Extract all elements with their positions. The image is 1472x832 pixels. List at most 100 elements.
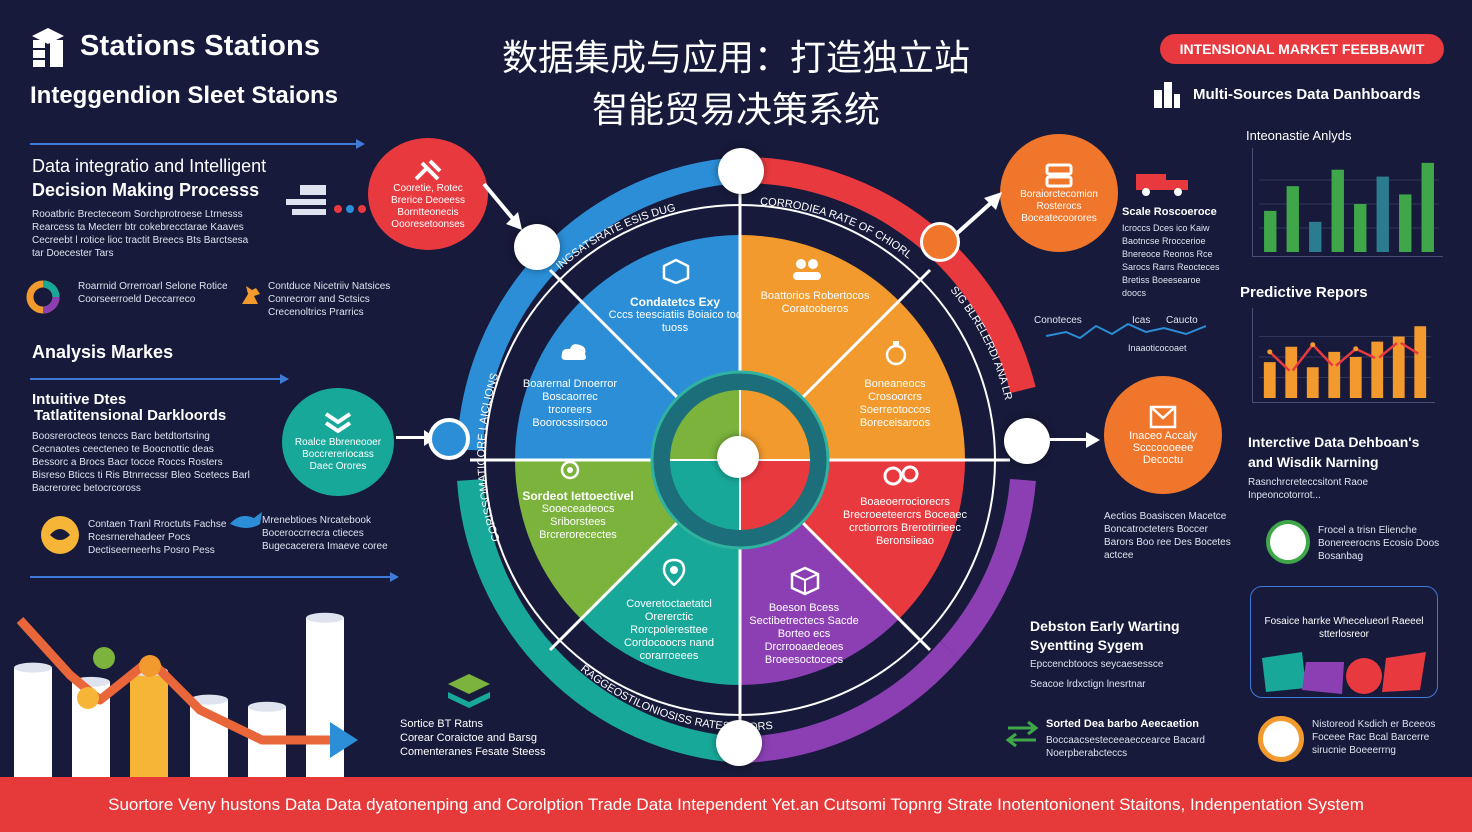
red-bubble[interactable]: Cooretie, Rotec Brerice Deoeess Borntteo… xyxy=(368,138,488,250)
chart-point xyxy=(1310,342,1316,348)
gears-icon xyxy=(883,465,919,486)
arrow-right-icon xyxy=(356,139,365,149)
chart-point xyxy=(77,687,99,709)
chart-bar xyxy=(306,617,344,778)
scale-title: Scale Roscoeroce xyxy=(1122,206,1217,218)
orange-bubble-top[interactable]: Boraiorctecomion Rosterocs Boceatecooror… xyxy=(1000,134,1118,252)
chart-point xyxy=(1288,369,1294,375)
early-warning-title-1: Debston Early Warting xyxy=(1030,618,1180,634)
interactive-text: Rasnchrcreteccsitont Raoe Inpeoncotorrot… xyxy=(1248,477,1369,501)
right-mid-text: Aectios Boasiscen Macetce Boncatrocteter… xyxy=(1104,511,1231,561)
dash-title-1: Intuitive Dtes xyxy=(32,391,127,408)
chart-bar xyxy=(1263,362,1276,398)
orange-bubble-right-text: Inaceo Accaly Scccoooeee Decoctu xyxy=(1129,430,1197,466)
bar-item: Mrenebtioes Nrcatebook Boceroccrrecra ct… xyxy=(262,515,388,552)
left-item-2: Contduce Nicetriiv Natsices Conrecrorr a… xyxy=(268,281,391,318)
ribbon-icon xyxy=(1262,652,1426,694)
chart-bar xyxy=(1392,336,1405,398)
feedback-panel: Fosaice harrke Whecelueorl Raeeel stterl… xyxy=(1250,586,1438,698)
divider xyxy=(30,576,390,578)
interactive-title-1: Interctive Data Dehboan's xyxy=(1248,434,1420,450)
page-title-line2: 智能贸易决策系统 xyxy=(591,89,880,130)
market-feedback-badge[interactable]: INTENSIONAL MARKET FEEBBAWIT xyxy=(1160,34,1444,64)
cloud-icon xyxy=(561,344,586,360)
ring-node-top[interactable] xyxy=(718,148,764,194)
chart-point xyxy=(1417,352,1423,358)
multi-source-title: Multi-Sources Data Danhboards xyxy=(1193,86,1421,103)
page-title-line1: 数据集成与应用：打造独立站 xyxy=(501,37,970,78)
layers-icon xyxy=(448,674,490,708)
envelope-icon xyxy=(1149,405,1177,429)
chart-bar xyxy=(1286,186,1299,252)
chart-bar xyxy=(1349,357,1362,398)
chart-bar xyxy=(1309,221,1322,252)
ring-node-left[interactable] xyxy=(428,418,470,460)
chart-bar xyxy=(1306,367,1319,398)
ring-node-bottom[interactable] xyxy=(716,720,762,766)
boxed-item-text: Fosaice harrke Whecelueorl Raeeel stterl… xyxy=(1264,616,1424,640)
intl-analysis-bar-chart xyxy=(1252,148,1443,257)
intro-title-1: Data integratio and Intelligent xyxy=(32,156,267,176)
chart-bar xyxy=(1414,326,1427,398)
footer-banner: Suortore Veny hustons Data Data dyatonen… xyxy=(0,777,1472,832)
chart-bar xyxy=(14,667,52,778)
user-badge-icon xyxy=(1266,520,1310,564)
bottom-text-1: Sortice BT Ratns xyxy=(400,718,483,730)
sparkline xyxy=(1046,322,1206,340)
orange-bubble-right[interactable]: Inaceo Accaly Scccoooeee Decoctu xyxy=(1104,376,1222,494)
sorted-title: Sorted Dea barbo Aeecaetion xyxy=(1046,718,1200,730)
ring-node-center[interactable] xyxy=(717,436,759,478)
chart-bar xyxy=(1354,204,1367,252)
segment-6-text: Boeson Bcess Sectibetrectecs Sacde Borte… xyxy=(749,602,859,666)
chart-bar-cap xyxy=(306,612,344,623)
ring-node-right[interactable] xyxy=(1004,418,1050,464)
predictive-report-chart xyxy=(1252,308,1435,403)
kangaroo-icon xyxy=(242,286,260,304)
whale-icon xyxy=(230,512,262,528)
ring-node-top-left[interactable] xyxy=(514,224,560,270)
line-sub: Inaaoticocoaet xyxy=(1128,343,1187,353)
early-warning-sub: Seacoe lrdxctign lnesrtnar xyxy=(1030,679,1146,690)
early-warning-text: Epccencbtoocs seycaesessce xyxy=(1030,659,1164,670)
segment-3-text: Boneaneocs Crosoorcrs Soerreotoccos Bore… xyxy=(859,378,931,429)
chart-point xyxy=(1396,339,1402,345)
connector-line xyxy=(1050,438,1088,441)
sorted-text: Boccaacsesteceeaeccearce Bacard Noerpber… xyxy=(1046,735,1205,759)
bottom-text-3: Comenteranes Fesate Steess xyxy=(400,746,546,758)
map-pin-icon xyxy=(662,558,686,586)
trend-item: Contaen Tranl Rroctuts Fachse Rcesrnereh… xyxy=(88,519,227,556)
dash-text: Boosrerocteos tenccs Barc betdtortsring … xyxy=(32,431,250,494)
chart-bar-cap xyxy=(14,662,52,673)
satellite-icon xyxy=(414,159,442,181)
truck-icon xyxy=(1136,174,1188,196)
building-icon xyxy=(1154,82,1180,108)
line-label-right: Caucto xyxy=(1166,315,1198,326)
brand-subtitle: Integgendion Sleet Staions xyxy=(30,82,339,109)
chart-bar xyxy=(1376,176,1389,252)
data-toggle-icon xyxy=(286,185,366,215)
teal-bubble-text: Roalce Bbreneooer Boccrereriocass Daec O… xyxy=(294,437,382,472)
left-item-1: Roarrnid Orrerroarl Selone Rotice Coorse… xyxy=(78,281,228,305)
segment-7-text: Coveretoctaetatcl Orererctic Rorcpoleres… xyxy=(624,598,714,662)
divider xyxy=(30,143,356,145)
chart-bar xyxy=(1371,341,1384,398)
arrow-up-right-icon xyxy=(952,192,1002,238)
chart-bar xyxy=(1399,194,1412,252)
intl-analysis-title: Inteonastie Anlyds xyxy=(1246,128,1352,143)
people-icon xyxy=(793,259,821,280)
chart-bar xyxy=(1264,210,1277,252)
teal-bubble[interactable]: Roalce Bbreneooer Boccrereriocass Daec O… xyxy=(282,388,394,496)
stack-icon xyxy=(1045,163,1073,188)
arrow-right-icon xyxy=(390,572,399,582)
warn-item-text: Nistoreod Ksdich er Bceeos Foceee Rac Bc… xyxy=(1312,719,1436,756)
arrow-right-icon xyxy=(280,374,289,384)
orange-bubble-top-text: Boraiorctecomion Rosterocs Boceatecooror… xyxy=(1020,189,1098,224)
bottom-left-bar-chart xyxy=(14,612,358,778)
intro-text: Rooatbric Brecteceom Sorchprotroese Ltrn… xyxy=(32,209,249,259)
chart-line xyxy=(1268,340,1421,375)
chart-point xyxy=(139,655,161,677)
analysis-title: Analysis Markes xyxy=(32,342,174,362)
chart-point xyxy=(1267,349,1273,355)
gear-icon xyxy=(560,460,580,480)
chart-bar-cap xyxy=(248,701,286,712)
